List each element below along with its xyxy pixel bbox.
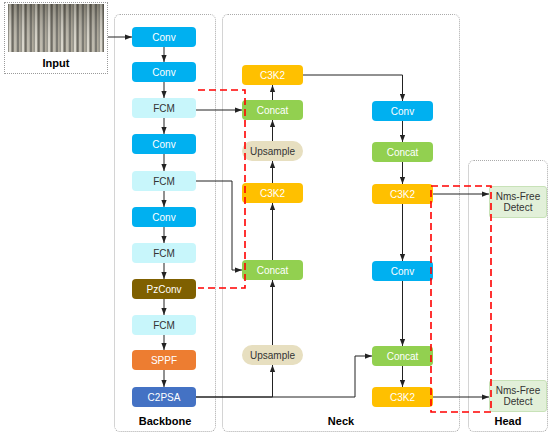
fcm-block: FCM: [132, 315, 196, 335]
conv-block: Conv: [372, 101, 433, 121]
c3k2-block: C3K2: [242, 183, 303, 203]
upsample-block: Upsample: [242, 345, 303, 365]
detect-block: Nms-Free Detect: [489, 380, 547, 412]
concat-block: Concat: [372, 142, 433, 162]
block-label: Conv: [152, 67, 175, 78]
pzconv-block: PzConv: [132, 279, 196, 299]
group-label: Input: [5, 57, 107, 70]
block-label: FCM: [153, 320, 175, 331]
flow-arrow: [402, 281, 403, 346]
flow-arrow: [402, 121, 403, 142]
stage-group: HeadNms-Free DetectNms-Free Detect: [468, 160, 548, 432]
c3k2-block: C3K2: [372, 387, 433, 407]
flow-arrow: [164, 82, 165, 98]
flow-arrow: [164, 263, 165, 279]
group-label: Neck: [223, 415, 459, 428]
flow-arrow: [164, 154, 165, 171]
fcm-block: FCM: [132, 243, 196, 263]
upsample-block: Upsample: [242, 141, 303, 161]
c3k2-block: C3K2: [242, 65, 303, 85]
c2psa-block: C2PSA: [132, 387, 196, 407]
flow-arrow: [164, 47, 165, 62]
block-label: Conv: [391, 106, 414, 117]
flow-arrow: [272, 120, 273, 141]
block-label: Concat: [387, 147, 419, 158]
block-label: FCM: [153, 176, 175, 187]
block-label: PzConv: [146, 284, 181, 295]
block-label: C2PSA: [148, 392, 181, 403]
group-label: Head: [469, 415, 547, 428]
flow-arrow: [272, 203, 273, 260]
highlight-bracket: [198, 90, 245, 288]
block-label: Conv: [152, 139, 175, 150]
input-box: Input: [4, 2, 108, 74]
flow-arrow: [108, 37, 132, 38]
flow-arrow: [164, 227, 165, 243]
block-label: SPPF: [151, 355, 177, 366]
group-label: Backbone: [115, 415, 215, 428]
concat-block: Concat: [242, 100, 303, 120]
flow-arrow: [402, 204, 403, 261]
flow-arrow: [272, 280, 273, 345]
stage-group: BackboneConvConvFCMConvFCMConvFCMPzConvF…: [114, 14, 216, 432]
flow-arrow: [402, 366, 403, 387]
flow-arrow: [196, 365, 273, 397]
flow-arrow: [164, 191, 165, 207]
stage-group: NeckC3K2ConcatUpsampleC3K2ConcatUpsample…: [222, 14, 460, 432]
flow-arrow: [272, 161, 273, 183]
conv-block: Conv: [132, 134, 196, 154]
block-label: Concat: [387, 351, 419, 362]
flow-arrow: [164, 299, 165, 315]
concat-block: Concat: [242, 260, 303, 280]
conv-block: Conv: [132, 62, 196, 82]
input-image-shade: [8, 4, 104, 52]
detect-block: Nms-Free Detect: [489, 186, 547, 218]
flow-arrow: [164, 118, 165, 134]
flow-arrow: [303, 75, 403, 101]
flow-arrow: [433, 397, 489, 398]
block-label: Concat: [257, 265, 289, 276]
c3k2-block: C3K2: [372, 184, 433, 204]
flow-arrow: [196, 356, 372, 397]
flow-arrow: [402, 162, 403, 184]
sppf-block: SPPF: [132, 350, 196, 370]
conv-block: Conv: [132, 27, 196, 47]
fcm-block: FCM: [132, 171, 196, 191]
highlight-bracket: [431, 186, 491, 412]
conv-block: Conv: [372, 261, 433, 281]
block-label: Conv: [391, 266, 414, 277]
input-image: [8, 4, 104, 52]
flow-arrow: [272, 85, 273, 100]
block-label: C3K2: [260, 188, 285, 199]
block-label: FCM: [153, 103, 175, 114]
block-label: C3K2: [390, 392, 415, 403]
block-label: Conv: [152, 212, 175, 223]
block-label: FCM: [153, 248, 175, 259]
fcm-block: FCM: [132, 98, 196, 118]
block-label: Upsample: [250, 350, 295, 361]
conv-block: Conv: [132, 207, 196, 227]
flow-arrow: [164, 335, 165, 350]
flow-arrow: [164, 370, 165, 387]
block-label: Concat: [257, 105, 289, 116]
flow-arrow: [196, 110, 242, 111]
block-label: Upsample: [250, 146, 295, 157]
block-label: Conv: [152, 32, 175, 43]
concat-block: Concat: [372, 346, 433, 366]
flow-arrow: [433, 194, 489, 195]
flow-arrow: [196, 181, 242, 270]
block-label: Nms-Free Detect: [492, 191, 544, 213]
block-label: C3K2: [390, 189, 415, 200]
block-label: Nms-Free Detect: [492, 385, 544, 407]
block-label: C3K2: [260, 70, 285, 81]
